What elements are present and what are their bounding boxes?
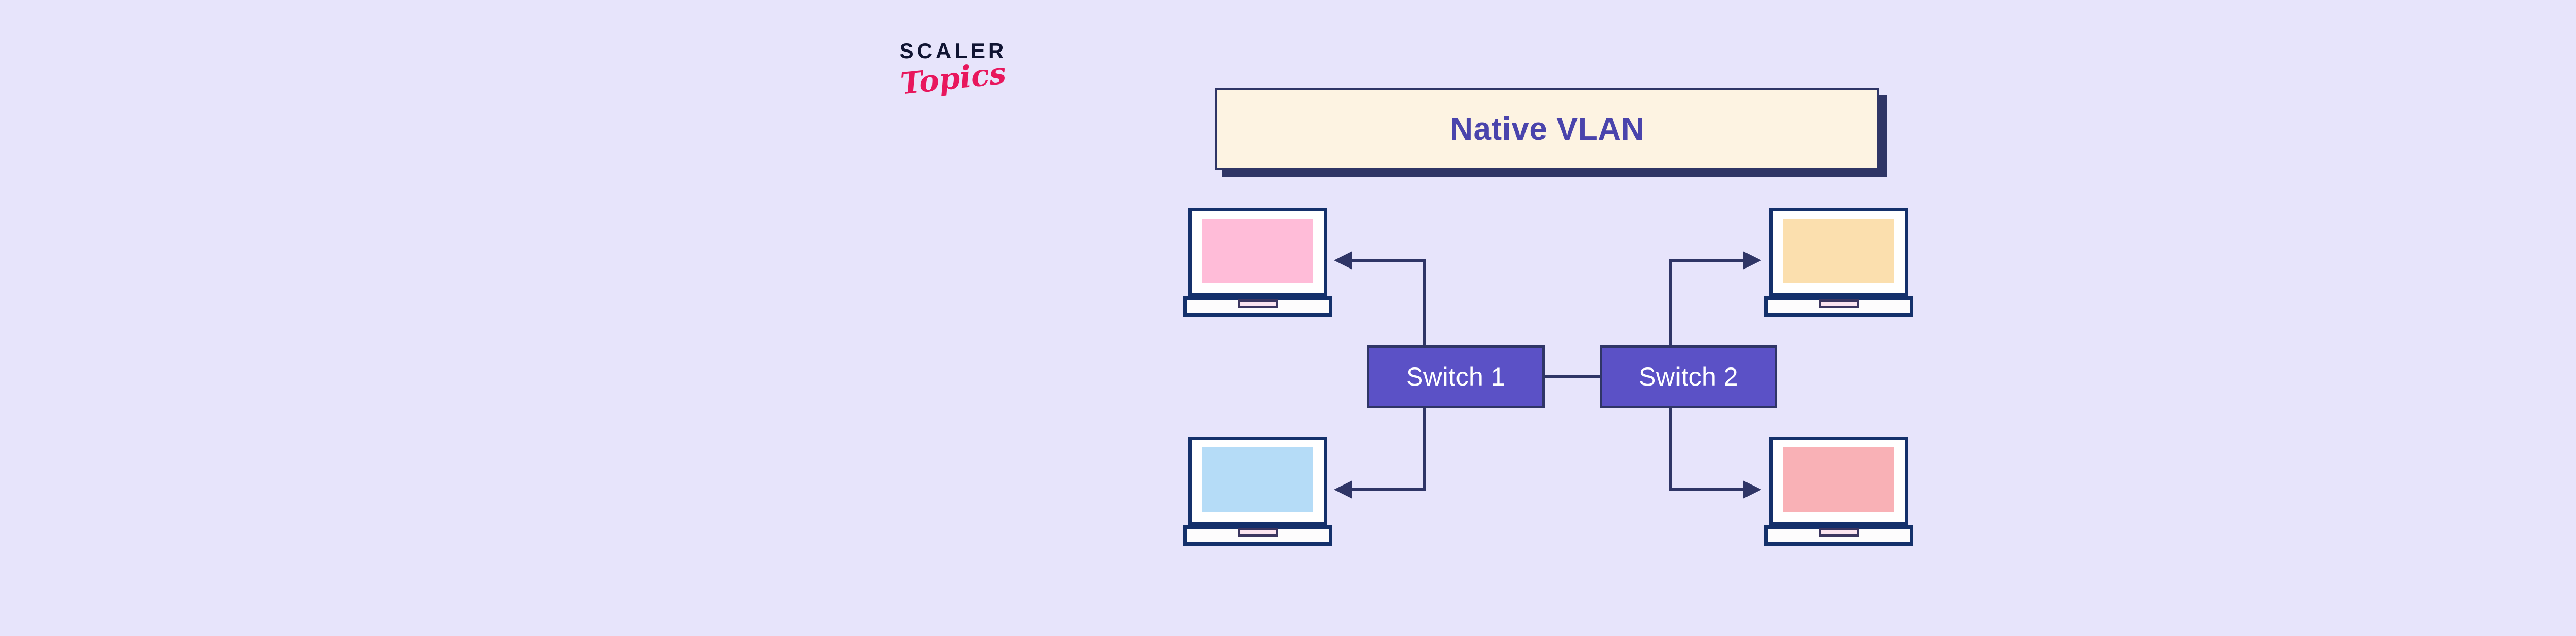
laptop-base bbox=[1764, 296, 1913, 317]
laptop-trackpad-icon bbox=[1819, 528, 1859, 537]
link-switch2-to-bottom-right-host bbox=[1669, 408, 1761, 499]
laptop-screen bbox=[1202, 219, 1313, 283]
link-switch1-to-top-left-host bbox=[1334, 251, 1426, 345]
logo-primary-text: SCALER bbox=[899, 39, 1007, 63]
switch-1-label: Switch 1 bbox=[1406, 362, 1505, 391]
link-switch2-to-top-right-host bbox=[1669, 251, 1761, 345]
logo-secondary-text: Topics bbox=[899, 55, 1008, 102]
laptop-screen bbox=[1783, 219, 1894, 283]
host-top-right[interactable] bbox=[1764, 208, 1913, 320]
switch-2-node[interactable]: Switch 2 bbox=[1600, 345, 1777, 408]
laptop-base bbox=[1183, 296, 1332, 317]
host-bottom-right[interactable] bbox=[1764, 437, 1913, 549]
laptop-base bbox=[1764, 525, 1913, 546]
link-switch1-to-bottom-left-host bbox=[1334, 408, 1426, 499]
laptop-trackpad-icon bbox=[1238, 528, 1278, 537]
scaler-topics-logo: SCALER Topics bbox=[876, 40, 1030, 118]
switch-1-node[interactable]: Switch 1 bbox=[1367, 345, 1545, 408]
laptop-base bbox=[1183, 525, 1332, 546]
host-bottom-left[interactable] bbox=[1183, 437, 1332, 549]
laptop-lid bbox=[1188, 437, 1327, 525]
title-banner: Native VLAN bbox=[1215, 88, 1887, 177]
host-top-left[interactable] bbox=[1183, 208, 1332, 320]
laptop-lid bbox=[1188, 208, 1327, 296]
laptop-trackpad-icon bbox=[1819, 299, 1859, 308]
switch-2-label: Switch 2 bbox=[1639, 362, 1738, 391]
laptop-screen bbox=[1783, 447, 1894, 512]
page-title: Native VLAN bbox=[1450, 111, 1645, 147]
laptop-trackpad-icon bbox=[1238, 299, 1278, 308]
title-banner-box: Native VLAN bbox=[1215, 88, 1879, 170]
laptop-lid bbox=[1769, 208, 1908, 296]
laptop-lid bbox=[1769, 437, 1908, 525]
laptop-screen bbox=[1202, 447, 1313, 512]
